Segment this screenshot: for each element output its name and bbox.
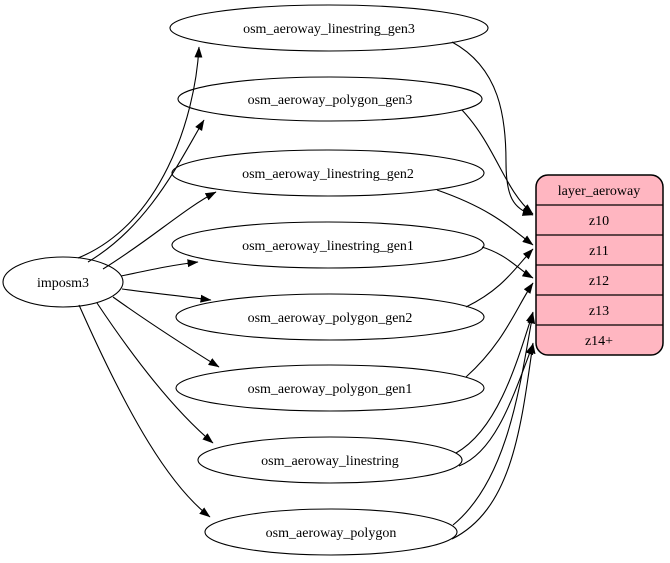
edge-linestring-gen1-to-z12 <box>481 246 534 279</box>
edge-imposm3-to-linestring-gen1 <box>120 259 199 277</box>
edge-imposm3-to-linestring <box>96 302 214 444</box>
node-osm-aeroway-polygon-shape <box>204 508 458 556</box>
node-osm-aeroway-polygon-gen1: osm_aeroway_polygon_gen1 <box>175 364 485 412</box>
layer-aeroway-title: layer_aeroway <box>558 184 640 199</box>
layer-aeroway-row-z10-label: z10 <box>589 214 609 229</box>
node-osm-aeroway-polygon-gen1-label: osm_aeroway_polygon_gen1 <box>248 382 413 397</box>
node-osm-aeroway-polygon: osm_aeroway_polygon <box>204 508 458 556</box>
edge-imposm3-to-linestring-gen2 <box>102 191 217 270</box>
layer-aeroway-row-z13-label: z13 <box>589 304 609 319</box>
edge-linestring-to-z13 <box>455 311 534 454</box>
edge-imposm3-to-polygon <box>78 304 211 518</box>
node-osm-aeroway-linestring-shape <box>197 436 463 484</box>
edge-imposm3-to-linestring-gen3 <box>77 46 203 259</box>
node-osm-aeroway-linestring-gen1: osm_aeroway_linestring_gen1 <box>171 221 485 269</box>
edge-polygon-to-z14 <box>451 342 536 540</box>
node-osm-aeroway-linestring-gen2: osm_aeroway_linestring_gen2 <box>171 149 485 197</box>
edge-polygon-to-z13 <box>452 312 536 526</box>
node-osm-aeroway-polygon-gen1-shape <box>175 364 485 412</box>
edge-linestring-to-z14 <box>458 343 534 467</box>
node-osm-aeroway-linestring-gen2-shape <box>171 149 485 197</box>
edge-polygon-gen1-to-z12 <box>465 282 534 378</box>
node-imposm3: imposm3 <box>2 256 124 308</box>
node-osm-aeroway-linestring-gen3: osm_aeroway_linestring_gen3 <box>169 4 489 52</box>
node-osm-aeroway-linestring-gen1-label: osm_aeroway_linestring_gen1 <box>242 239 414 254</box>
edge-polygon-gen3-to-z10 <box>461 109 534 215</box>
node-osm-aeroway-linestring-gen3-label: osm_aeroway_linestring_gen3 <box>243 22 415 37</box>
layer-aeroway-row-z14-label: z14+ <box>585 334 613 349</box>
node-imposm3-shape <box>2 256 124 308</box>
node-layer-aeroway: layer_aeroway z10 z11 z12 z13 z14+ <box>535 174 664 356</box>
edge-imposm3-to-polygon-gen1 <box>112 296 220 368</box>
node-osm-aeroway-linestring-gen1-shape <box>171 221 485 269</box>
edge-imposm3-to-polygon-gen2 <box>121 288 212 303</box>
node-osm-aeroway-linestring: osm_aeroway_linestring <box>197 436 463 484</box>
node-osm-aeroway-polygon-gen2-shape <box>175 293 485 341</box>
node-osm-aeroway-polygon-gen2-label: osm_aeroway_polygon_gen2 <box>248 311 413 326</box>
node-osm-aeroway-linestring-gen2-label: osm_aeroway_linestring_gen2 <box>242 167 414 182</box>
node-imposm3-label: imposm3 <box>37 276 89 291</box>
node-osm-aeroway-polygon-gen3-shape <box>177 76 483 122</box>
edge-imposm3-to-polygon-gen3 <box>87 119 205 263</box>
node-osm-aeroway-polygon-gen2: osm_aeroway_polygon_gen2 <box>175 293 485 341</box>
layer-aeroway-row-z12-label: z12 <box>589 274 609 289</box>
node-osm-aeroway-polygon-gen3: osm_aeroway_polygon_gen3 <box>177 76 483 122</box>
node-osm-aeroway-polygon-gen3-label: osm_aeroway_polygon_gen3 <box>248 93 413 108</box>
edge-linestring-gen3-to-z10 <box>451 41 534 216</box>
node-osm-aeroway-polygon-label: osm_aeroway_polygon <box>266 526 397 541</box>
node-osm-aeroway-linestring-gen3-shape <box>169 4 489 52</box>
edge-polygon-gen2-to-z11 <box>465 248 534 308</box>
node-osm-aeroway-linestring-label: osm_aeroway_linestring <box>261 454 399 469</box>
edge-linestring-gen2-to-z11 <box>436 189 534 246</box>
layer-aeroway-row-z11-label: z11 <box>589 244 609 259</box>
